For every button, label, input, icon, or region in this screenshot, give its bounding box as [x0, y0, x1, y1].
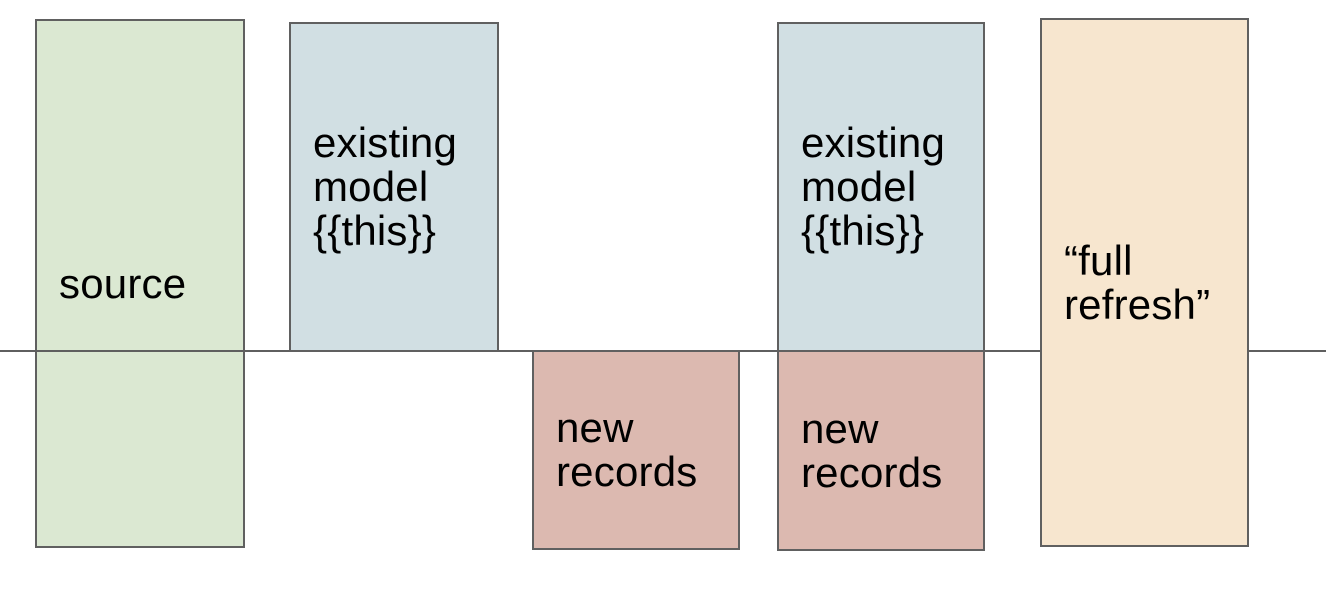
source-box-label: source: [59, 259, 187, 307]
existing-model-box-right-label-line1: existing: [801, 119, 946, 166]
existing-model-box-right-label-line3: {{this}}: [801, 207, 925, 254]
new-records-box-left-label-line2: records: [556, 448, 698, 495]
new-records-box-left: new records: [532, 350, 740, 550]
existing-model-box-right-label-line2: model: [801, 163, 917, 210]
new-records-box-left-label-line1: new: [556, 404, 634, 451]
existing-model-box-right: existing model {{this}}: [777, 22, 985, 352]
existing-model-box-left-label-line1: existing: [313, 119, 458, 166]
new-records-box-right-label-line2: records: [801, 448, 943, 496]
new-records-box-right: new records: [777, 350, 985, 551]
existing-model-box-left-label-line3: {{this}}: [313, 207, 437, 254]
existing-model-box-left-label-line2: model: [313, 163, 429, 210]
existing-model-box-left: existing model {{this}}: [289, 22, 499, 352]
full-refresh-box: “full refresh”: [1040, 18, 1249, 547]
full-refresh-box-label-line2: refresh”: [1064, 280, 1211, 328]
full-refresh-box-label-line1: “full: [1064, 236, 1133, 284]
source-box: source: [35, 19, 245, 548]
new-records-box-right-label-line1: new: [801, 404, 879, 452]
